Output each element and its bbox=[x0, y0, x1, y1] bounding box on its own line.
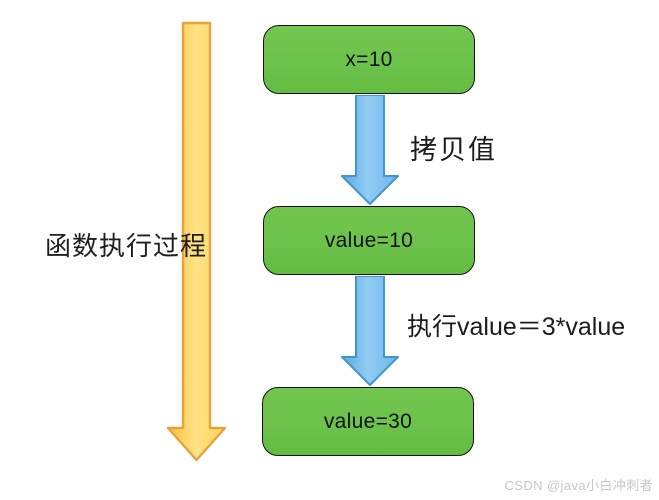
yellow-down-arrow-icon bbox=[166, 21, 227, 462]
process-label: 函数执行过程 bbox=[45, 231, 208, 261]
flow-node-value10-label: value=10 bbox=[324, 228, 414, 252]
blue-down-arrow-icon bbox=[341, 276, 399, 386]
copy-value-arrow bbox=[341, 95, 399, 205]
flow-node-value30: value=30 bbox=[262, 387, 474, 456]
execute-arrow bbox=[341, 276, 399, 386]
edge-label-execute: 执行value＝3*value bbox=[407, 313, 626, 341]
blue-down-arrow-icon bbox=[341, 95, 399, 205]
edge-label-copy-value: 拷贝值 bbox=[410, 135, 497, 165]
flow-node-value30-label: value=30 bbox=[323, 409, 413, 433]
flow-node-x: x=10 bbox=[263, 25, 475, 94]
flow-node-value10: value=10 bbox=[263, 206, 475, 275]
flow-node-x-label: x=10 bbox=[345, 47, 393, 71]
process-flow-arrow bbox=[166, 21, 227, 462]
watermark: CSDN @java小白冲刺者 bbox=[504, 478, 653, 493]
